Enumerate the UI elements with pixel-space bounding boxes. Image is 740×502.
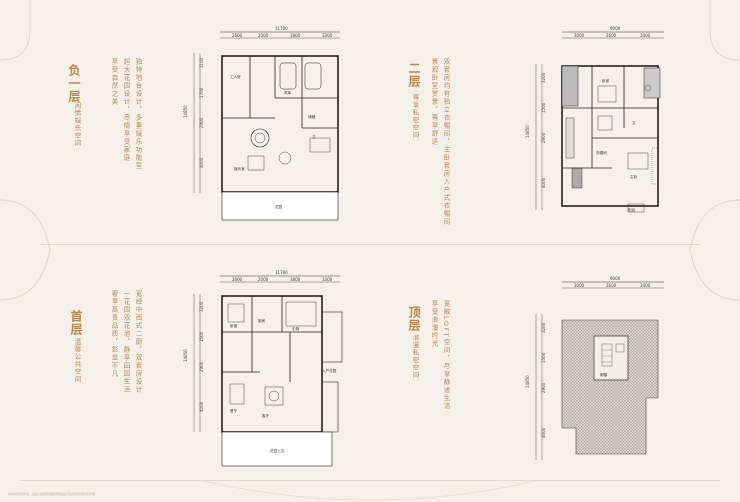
top-roof — [561, 319, 659, 455]
basement-floor-plan: 11700 2600 2000 3800 3300 14850 3100 170… — [183, 26, 340, 221]
top-floor-plan: 9000 3000 2600 3400 14850 3200 1500 2900… — [525, 276, 664, 460]
basement-dim-2: 2000 — [258, 33, 269, 38]
ground-depth: 14850 — [183, 349, 188, 362]
top-desc-2: 享受浪漫时光 — [430, 300, 438, 348]
basement-title: 负一层 — [67, 64, 81, 103]
top-dim-1: 3000 — [574, 283, 585, 288]
ground-dim-4: 3300 — [322, 277, 333, 282]
ground-dimension-side: 14850 3200 1500 2900 4000 — [183, 294, 204, 432]
second-total-width: 9000 — [610, 26, 621, 31]
second-side-1: 3200 — [541, 72, 546, 83]
basement-dim-4: 3300 — [322, 33, 333, 38]
ground-dim-2: 2000 — [258, 277, 269, 282]
second-title: 二层 — [407, 62, 421, 88]
second-desc-1: 双套房均有独立衣帽间，主卧套房入户式衣帽间 — [442, 58, 450, 226]
ground-dim-1: 2600 — [232, 277, 243, 282]
ground-desc-2: 一花园双花池，静享田园生活 — [122, 290, 130, 394]
second-room-4: 卫 — [632, 121, 636, 125]
top-desc-1: 宽敞LOFT空间，尽享静谧生活 — [442, 300, 450, 411]
second-room-5: 阳台 — [628, 207, 636, 212]
basement-walls — [221, 55, 339, 221]
ground-walls — [221, 295, 343, 467]
top-side-4: 4000 — [541, 427, 546, 438]
second-dimension-side: 14850 3200 1500 2900 4000 — [525, 64, 546, 210]
top-side-2: 1500 — [541, 352, 546, 363]
top-side-1: 3200 — [541, 322, 546, 333]
basement-side-4: 4000 — [199, 157, 204, 168]
basement-side-3: 2900 — [199, 117, 204, 128]
top-room-1: 阁楼 — [600, 372, 608, 377]
ground-side-3: 2900 — [199, 361, 204, 372]
second-floor-plan: 9000 3000 2600 3400 14850 3200 1500 2900… — [525, 26, 664, 213]
basement-desc-2: 超大花园设计，尽情享受家庭 — [122, 58, 130, 162]
top-subtitle: 浪漫私密空间 — [411, 334, 419, 379]
second-room-1: 卧室 — [602, 78, 610, 83]
basement-side-2: 1700 — [199, 87, 204, 98]
second-room-2: 主卧 — [630, 174, 638, 179]
second-room-3: 衣帽间 — [596, 150, 607, 155]
ground-dimension-top: 11700 2600 2000 3800 3300 — [220, 270, 340, 283]
top-title: 顶层 — [407, 306, 421, 332]
divider-horizontal-bottom — [20, 480, 720, 481]
basement-room-5: 储藏 — [308, 114, 316, 119]
second-depth: 14850 — [525, 125, 530, 138]
basement-depth: 14850 — [183, 105, 188, 118]
ground-room-6: 餐厅 — [230, 408, 238, 413]
ground-total-width: 11700 — [275, 270, 288, 275]
second-dimension-top: 9000 3000 2600 3400 — [562, 26, 664, 39]
disclaimer-text: 本资料仅供参考，最终以政府批准的规划设计及买卖合同约定为准 — [8, 492, 96, 496]
divider-horizontal — [40, 244, 700, 245]
ground-desc-1: 宽绰中西式二厨，双套房设计 — [134, 290, 142, 394]
ground-room-1: 卧室 — [230, 323, 238, 328]
ground-floor-plan: 11700 2600 2000 3800 3300 14850 3200 150… — [183, 270, 343, 467]
second-side-4: 4000 — [541, 177, 546, 188]
basement-dimension-side: 14850 3100 1700 2900 4000 — [183, 53, 204, 193]
top-dim-3: 3400 — [640, 283, 651, 288]
second-desc-2: 景观卧室赏景，尊享舒适 — [430, 58, 438, 146]
basement-room-1: 工人房 — [230, 74, 241, 79]
basement-total-width: 11700 — [275, 26, 288, 31]
basement-desc-1: 独特地台设计，多重娱乐功能室 — [134, 58, 142, 170]
second-dim-3: 3400 — [640, 33, 651, 38]
ground-room-4: 入户花园 — [322, 368, 337, 373]
ground-room-2: 厨房 — [258, 318, 266, 323]
ground-title: 首层 — [69, 310, 83, 336]
basement-room-2: 车库 — [284, 90, 292, 95]
top-total-width: 9000 — [610, 276, 621, 281]
ground-side-2: 1500 — [199, 331, 204, 342]
basement-dim-3: 3800 — [290, 33, 301, 38]
basement-desc-3: 享受自然之美 — [110, 58, 118, 106]
ground-desc-3: 奢享高贵品质，彰显不凡 — [110, 290, 118, 378]
basement-room-3: 娱乐室 — [234, 166, 245, 171]
ground-side-4: 4000 — [199, 401, 204, 412]
second-dim-1: 3000 — [574, 33, 585, 38]
basement-dimension-top: 11700 2600 2000 3800 3300 — [220, 26, 340, 39]
top-dimension-top: 9000 3000 2600 3400 — [562, 276, 664, 289]
basement-dim-1: 2600 — [232, 33, 243, 38]
ground-room-3: 中厨 — [292, 326, 300, 331]
top-dimension-side: 14850 3200 1500 2900 4000 — [525, 314, 546, 460]
second-subtitle: 尊享私密空间 — [411, 94, 419, 139]
basement-side-1: 3100 — [199, 57, 204, 68]
second-side-2: 1500 — [541, 102, 546, 113]
ground-side-1: 3200 — [199, 301, 204, 312]
ground-room-5: 客厅 — [262, 413, 270, 418]
top-depth: 14850 — [525, 375, 530, 388]
ground-room-7: 花园上空 — [270, 448, 285, 453]
basement-subtitle: 闲情娱乐空间 — [73, 102, 81, 147]
basement-room-6: 卫 — [312, 135, 316, 139]
ground-subtitle: 温馨公共空间 — [73, 338, 81, 383]
basement-room-4: 花园 — [275, 204, 283, 209]
top-side-3: 2900 — [541, 382, 546, 393]
second-side-3: 2900 — [541, 132, 546, 143]
second-walls — [561, 65, 661, 213]
top-dim-2: 2600 — [606, 283, 617, 288]
ground-dim-3: 3800 — [290, 277, 301, 282]
second-dim-2: 2600 — [606, 33, 617, 38]
